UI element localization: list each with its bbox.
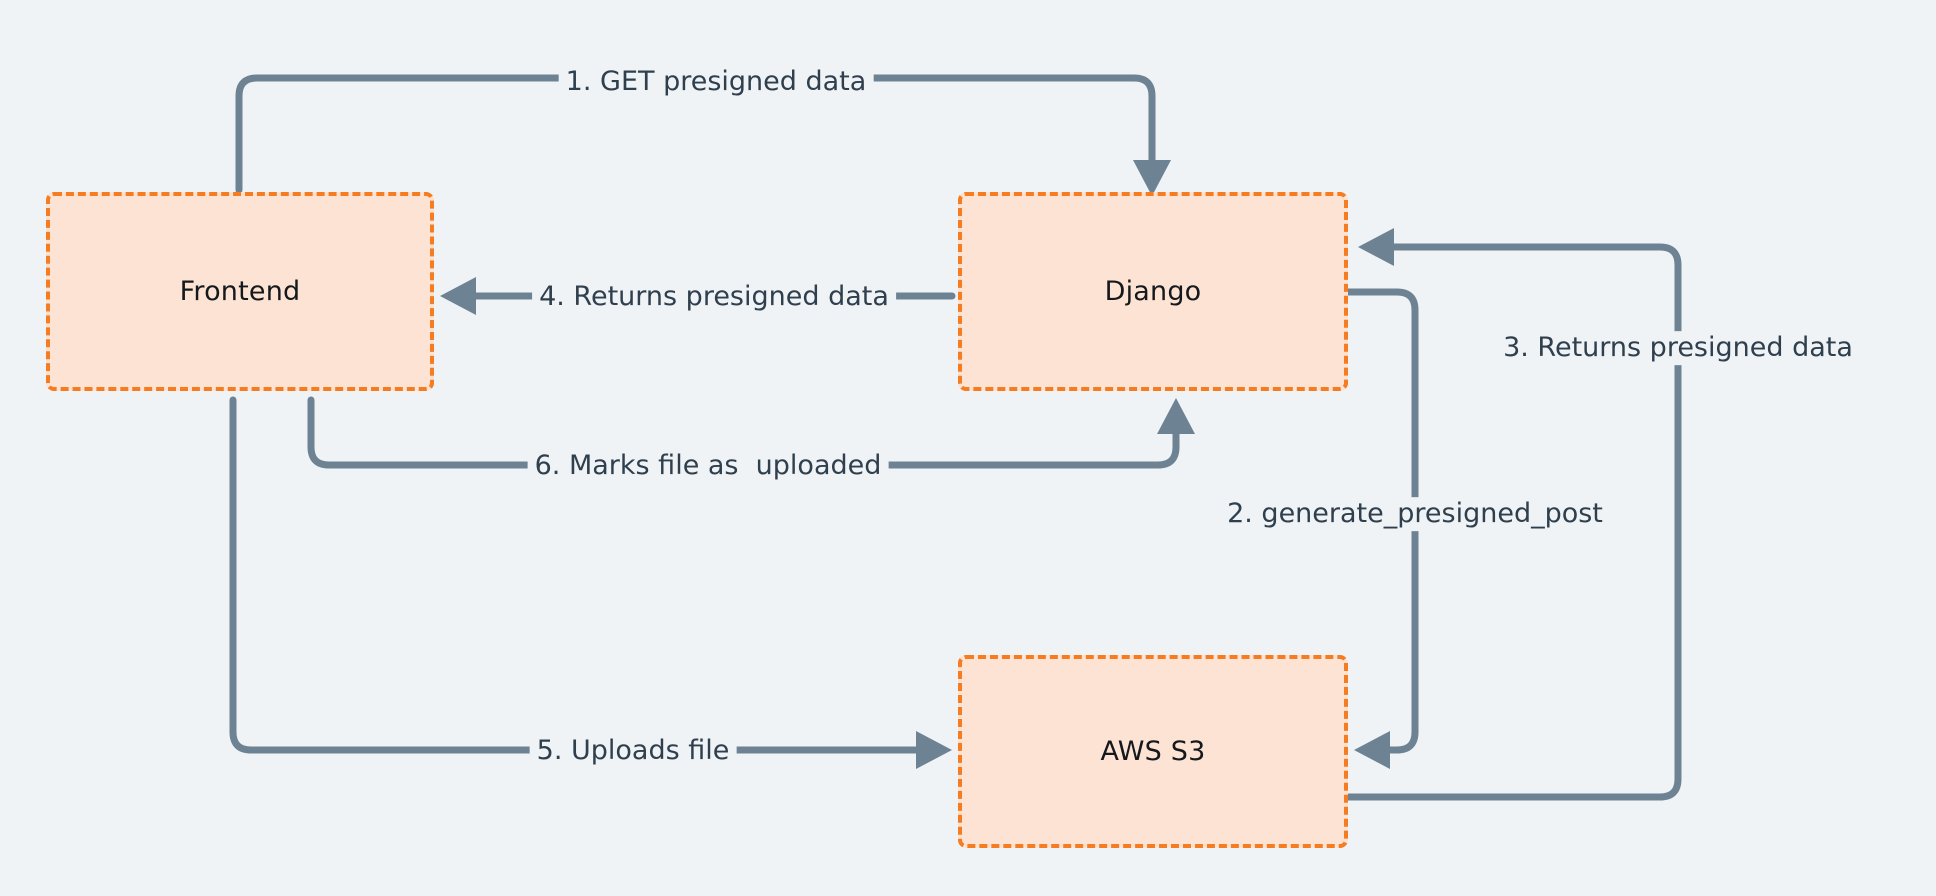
node-aws-s3-label: AWS S3 xyxy=(1100,736,1206,767)
edge-label-3: 3. Returns presigned data xyxy=(1496,331,1860,365)
edge-label-4: 4. Returns presigned data xyxy=(532,280,896,314)
node-django[interactable]: Django xyxy=(958,192,1348,391)
arrow-head-edge-3 xyxy=(1358,228,1394,266)
arrow-head-edge-5 xyxy=(916,731,952,769)
arrow-head-edge-6 xyxy=(1157,398,1195,434)
edge-label-1: 1. GET presigned data xyxy=(558,65,874,99)
edge-3-returns-presigned-data xyxy=(1344,228,1682,801)
edge-label-5: 5. Uploads file xyxy=(529,734,737,768)
arrow-head-edge-1 xyxy=(1133,160,1171,196)
node-django-label: Django xyxy=(1104,276,1202,307)
edge-5-uploads-file xyxy=(229,396,952,769)
arrow-head-edge-2 xyxy=(1354,731,1390,769)
edge-label-6: 6. Marks file as uploaded xyxy=(527,449,889,483)
node-frontend-label: Frontend xyxy=(179,276,301,307)
edge-label-2: 2. generate_presigned_post xyxy=(1220,497,1610,531)
node-aws-s3[interactable]: AWS S3 xyxy=(958,655,1348,848)
node-frontend[interactable]: Frontend xyxy=(46,192,434,391)
arrow-head-edge-4 xyxy=(440,277,476,315)
